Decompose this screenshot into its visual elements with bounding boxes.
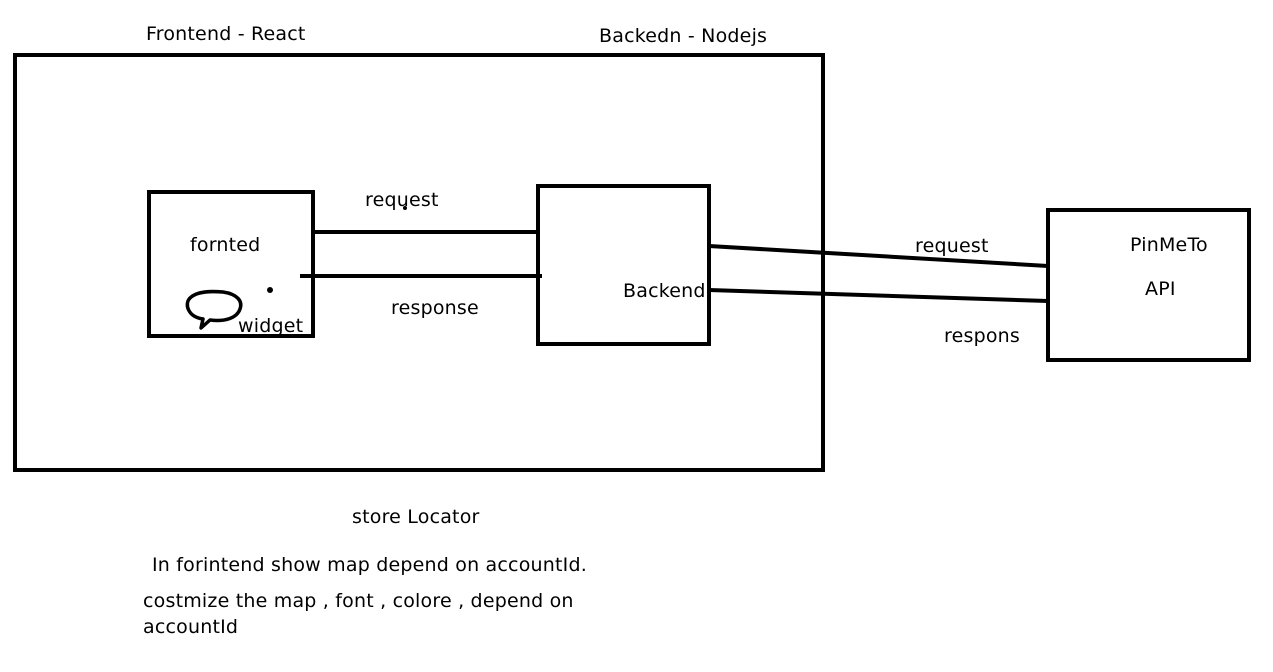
speech-bubble-icon (185, 289, 243, 330)
notes-line-1: In forintend show map depend on accountI… (152, 554, 587, 576)
system-boundary (13, 53, 825, 472)
request-label-outer: request (915, 235, 989, 257)
dot-mark (403, 206, 407, 210)
response-label-outer: respons (944, 325, 1021, 347)
frontend-box (147, 190, 315, 338)
notes-line-2a: costmize the map , font , colore , depen… (143, 590, 574, 612)
backend-box-label: Backend (623, 280, 706, 302)
response-label-inner: response (391, 297, 479, 319)
api-box (1046, 208, 1251, 362)
widget-label: widget (238, 315, 304, 337)
api-suffix-label: API (1145, 278, 1176, 300)
response-line-outer (708, 288, 1049, 303)
notes-line-2b: accountId (143, 616, 239, 638)
frontend-title: Frontend - React (146, 23, 306, 45)
dot-mark (267, 287, 273, 293)
request-line-outer (708, 244, 1049, 268)
backend-title: Backedn - Nodejs (599, 25, 768, 47)
frontend-box-label: fornted (190, 234, 261, 256)
api-name-label: PinMeTo (1130, 234, 1208, 256)
backend-box (536, 184, 711, 346)
request-label-inner: request (365, 189, 439, 211)
notes-title: store Locator (352, 506, 480, 528)
